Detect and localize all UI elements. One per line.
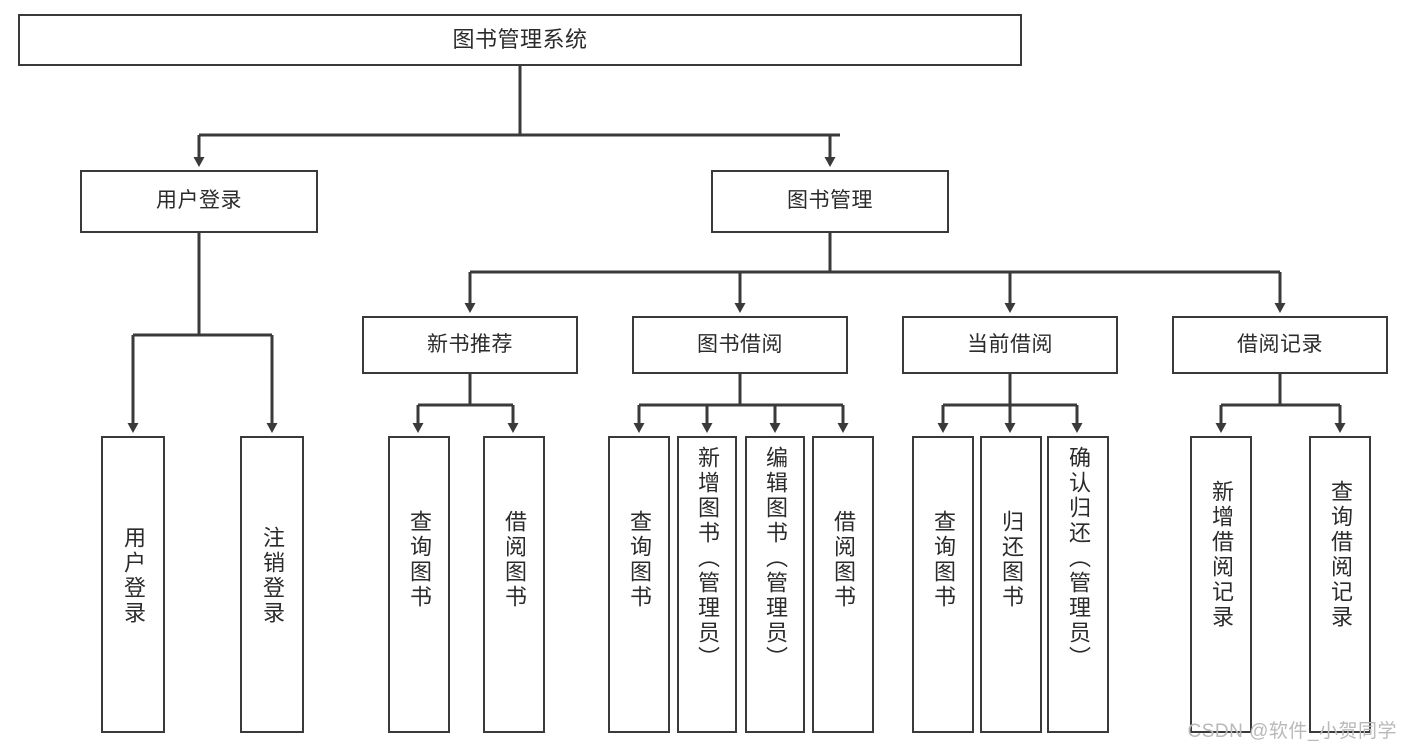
node-label: 图书借阅	[697, 332, 783, 356]
node-label: 图书管理系统	[452, 27, 588, 53]
node-root-system[interactable]: 图书管理系统	[18, 14, 1022, 66]
leaf-borrow-book[interactable]: 借阅图书	[812, 436, 874, 733]
node-label: 查询图书	[931, 510, 956, 610]
leaf-query-book-recommend[interactable]: 查询图书	[388, 436, 450, 733]
node-user-login[interactable]: 用户登录	[80, 170, 318, 233]
leaf-return-book[interactable]: 归还图书	[980, 436, 1042, 733]
leaf-add-borrow-record[interactable]: 新增借阅记录	[1190, 436, 1252, 733]
node-book-management[interactable]: 图书管理	[711, 170, 949, 233]
leaf-user-logout[interactable]: 注销登录	[240, 436, 304, 733]
node-book-borrow[interactable]: 图书借阅	[632, 316, 848, 374]
node-label: 新增图书（管理员）	[695, 446, 720, 671]
node-label: 图书管理	[787, 189, 873, 213]
node-new-book-recommend[interactable]: 新书推荐	[362, 316, 578, 374]
node-current-borrow[interactable]: 当前借阅	[902, 316, 1118, 374]
leaf-query-book-borrow[interactable]: 查询图书	[608, 436, 670, 733]
leaf-confirm-return-admin[interactable]: 确认归还（管理员）	[1047, 436, 1109, 733]
leaf-user-login[interactable]: 用户登录	[101, 436, 165, 733]
leaf-query-book-current[interactable]: 查询图书	[912, 436, 974, 733]
node-label: 当前借阅	[967, 332, 1053, 356]
leaf-query-borrow-record[interactable]: 查询借阅记录	[1309, 436, 1371, 733]
node-label: 借阅图书	[502, 510, 527, 610]
node-label: 借阅图书	[831, 510, 856, 610]
node-label: 用户登录	[121, 526, 146, 626]
node-label: 注销登录	[260, 526, 285, 626]
leaf-add-book-admin[interactable]: 新增图书（管理员）	[677, 436, 737, 733]
node-label: 查询借阅记录	[1328, 480, 1353, 630]
node-label: 编辑图书（管理员）	[763, 446, 788, 671]
node-label: 借阅记录	[1237, 332, 1323, 356]
leaf-edit-book-admin[interactable]: 编辑图书（管理员）	[745, 436, 805, 733]
node-label: 确认归还（管理员）	[1066, 446, 1091, 671]
node-label: 用户登录	[156, 189, 242, 213]
csdn-watermark: CSDN @软件_小贺同学	[1187, 721, 1397, 742]
node-label: 查询图书	[627, 510, 652, 610]
node-label: 查询图书	[407, 510, 432, 610]
node-label: 新书推荐	[427, 332, 513, 356]
node-label: 归还图书	[999, 510, 1024, 610]
node-label: 新增借阅记录	[1209, 480, 1234, 630]
node-borrow-record[interactable]: 借阅记录	[1172, 316, 1388, 374]
leaf-borrow-book-recommend[interactable]: 借阅图书	[483, 436, 545, 733]
